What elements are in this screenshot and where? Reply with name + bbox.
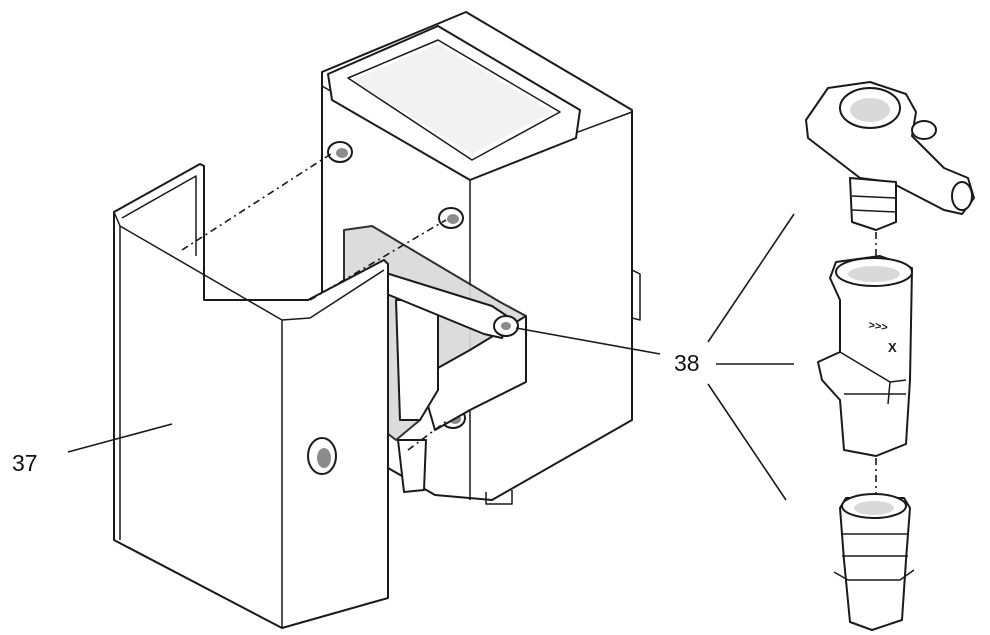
screw-hole-top-left: [327, 141, 353, 163]
assembly-line-2: [309, 219, 447, 301]
valve-lever-part: [805, 81, 975, 231]
cross-mark: X: [888, 340, 897, 355]
valve-sleeve-part: >>> X: [817, 255, 913, 457]
cover-part: [113, 163, 389, 629]
leader-line-37: [67, 423, 173, 453]
flow-arrows-mark: >>>: [868, 319, 889, 334]
housing-body: [321, 11, 641, 505]
leader-line-38-to-connector: [707, 383, 787, 501]
assembly-line-1: [181, 151, 335, 251]
callout-38: 38: [674, 350, 700, 376]
callout-37: 37: [12, 450, 38, 476]
leader-line-38-to-lever: [707, 213, 795, 343]
valve-connector-part: [833, 493, 915, 631]
screw-hole-top-right: [438, 207, 464, 229]
leader-line-38-to-housing: [515, 327, 661, 355]
